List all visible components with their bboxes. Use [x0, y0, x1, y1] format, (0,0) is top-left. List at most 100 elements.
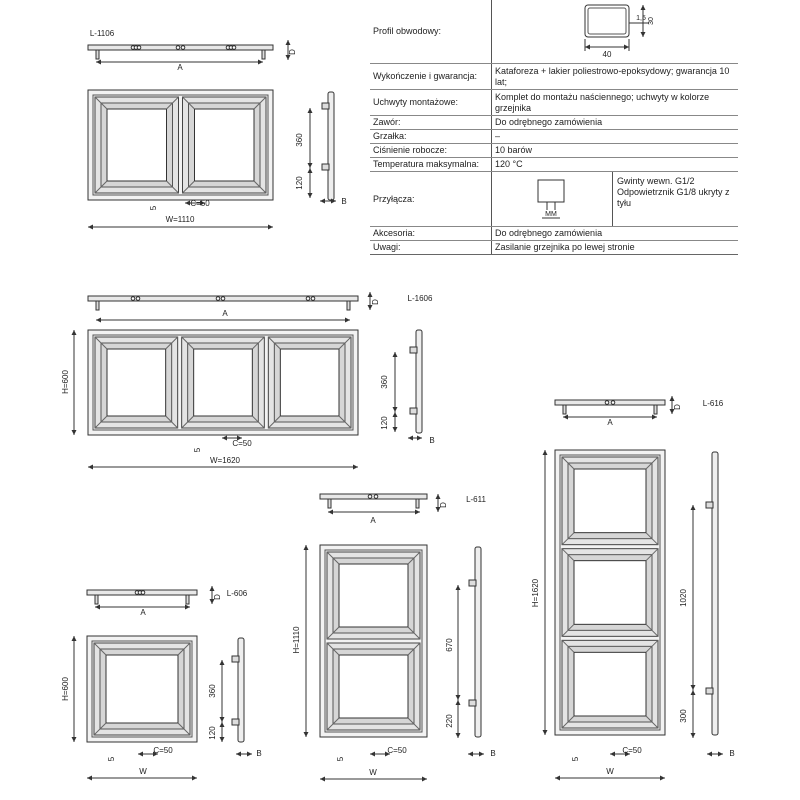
- model-name-l616: L-616: [703, 399, 724, 408]
- bevel-corner: [94, 415, 108, 429]
- top-rail: [87, 44, 274, 51]
- left-leg: [95, 300, 100, 311]
- panel-opening: [573, 651, 647, 717]
- right-leg: [415, 498, 420, 509]
- dim-label-a-l606: A: [140, 608, 146, 617]
- mount-hole: [610, 400, 616, 405]
- bevel-corner: [182, 96, 195, 110]
- spec-label-temperatura: Temperatura maksymalna:: [370, 157, 492, 172]
- bevel-corner: [177, 722, 191, 736]
- inner-frame: [324, 549, 423, 733]
- dim-label-b-l1106: B: [341, 197, 346, 206]
- spec-label-zawor: Zawór:: [370, 115, 492, 130]
- spec-value-akcesoria: Do odrębnego zamówienia: [491, 226, 738, 241]
- dim-label-d-l611: D: [439, 502, 448, 508]
- bracket-top: [321, 102, 330, 110]
- mount-hole: [373, 494, 379, 499]
- dim-label-d-l606: D: [213, 594, 222, 600]
- bevel-corner: [645, 715, 659, 729]
- dim-label-120-l606: 120: [208, 726, 217, 740]
- panel-opening: [105, 654, 179, 724]
- bracket-bottom: [321, 163, 330, 171]
- panel-opening: [338, 654, 409, 719]
- specification-table: Profil obwodowy: 40 1,5 30 Wykończenie i…: [370, 0, 738, 255]
- side-view-l606: [231, 637, 245, 743]
- bevel-corner: [338, 336, 352, 350]
- bevel-corner: [165, 336, 179, 350]
- spec-label-grzalka: Grzałka:: [370, 129, 492, 144]
- bevel-corner: [93, 642, 107, 656]
- dim-label-w-l606: W: [139, 767, 147, 776]
- dim-label-h-l611: H=1110: [292, 626, 301, 654]
- top-rail: [554, 399, 666, 406]
- panel-opening: [279, 348, 340, 417]
- bracket-bottom: [231, 718, 240, 726]
- dim-label-b-l606: B: [256, 749, 261, 758]
- dim-label-w-l611: W: [369, 768, 377, 777]
- dim-label-w-l1106: W=1110: [166, 215, 195, 224]
- panel-opening: [338, 563, 409, 628]
- mount-hole: [175, 45, 181, 50]
- dim-label-h-l616: H=1620: [531, 578, 540, 607]
- dim-label-d-l1106: D: [288, 49, 297, 55]
- left-leg: [95, 49, 100, 60]
- spec-label-uwagi: Uwagi:: [370, 240, 492, 255]
- front-view-l1606: [87, 329, 359, 436]
- inner-frame: [559, 454, 661, 731]
- side-view-l1106: [321, 91, 335, 201]
- dim-label-5-l606: 5: [107, 756, 116, 761]
- spec-value-uwagi: Zasilanie grzejnika po lewej stronie: [491, 240, 738, 255]
- mount-hole: [604, 400, 610, 405]
- connector-diagram: MM: [492, 172, 613, 226]
- bracket-top: [231, 655, 240, 663]
- side-body: [237, 637, 245, 743]
- panel-opening: [194, 108, 255, 182]
- top-view-l1606: [87, 295, 359, 311]
- panel-opening: [193, 348, 253, 417]
- bevel-corner: [166, 180, 179, 194]
- bevel-corner: [326, 642, 340, 656]
- dim-label-5-l1106: 5: [149, 205, 158, 210]
- bracket-bottom: [705, 687, 714, 695]
- side-body: [474, 546, 482, 738]
- bracket-top: [409, 346, 418, 354]
- mount-hole: [215, 296, 221, 301]
- spec-label-wykonczenie: Wykończenie i gwarancja:: [370, 63, 492, 90]
- bevel-corner: [267, 415, 281, 429]
- bevel-corner: [645, 623, 659, 637]
- side-body: [711, 451, 719, 736]
- left-leg: [562, 404, 567, 415]
- bevel-corner: [93, 722, 107, 736]
- panel-opening: [573, 560, 647, 625]
- bevel-corner: [267, 336, 281, 350]
- bevel-corner: [326, 551, 340, 565]
- bevel-corner: [251, 415, 265, 429]
- panel-opening: [106, 108, 167, 182]
- bevel-corner: [338, 415, 352, 429]
- bracket-top: [705, 501, 714, 509]
- dim-label-a-l611: A: [370, 516, 376, 525]
- bevel-corner: [645, 532, 659, 546]
- side-body: [415, 329, 423, 434]
- spec-value-przylacza: Gwinty wewn. G1/2 Odpowietrznik G1/8 ukr…: [617, 176, 730, 208]
- bevel-corner: [407, 717, 421, 731]
- model-name-l606: L-606: [227, 589, 248, 598]
- dim-label-d-l616: D: [673, 404, 682, 410]
- right-leg: [185, 594, 190, 605]
- dim-label-360-l1606: 360: [380, 375, 389, 389]
- bracket-top: [468, 579, 477, 587]
- dim-label-b-l616: B: [729, 749, 734, 758]
- spec-value-temperatura: 120 °C: [491, 157, 738, 172]
- dim-label-b-l611: B: [490, 749, 495, 758]
- spec-value-grzalka: –: [491, 129, 738, 144]
- dim-label-670-l611: 670: [445, 638, 454, 652]
- model-name-l1106: L-1106: [90, 29, 115, 38]
- mount-hole: [180, 45, 186, 50]
- right-leg: [653, 404, 658, 415]
- right-leg: [346, 300, 351, 311]
- mount-hole: [367, 494, 373, 499]
- mount-hole: [231, 45, 237, 50]
- left-leg: [327, 498, 332, 509]
- bevel-corner: [561, 623, 575, 637]
